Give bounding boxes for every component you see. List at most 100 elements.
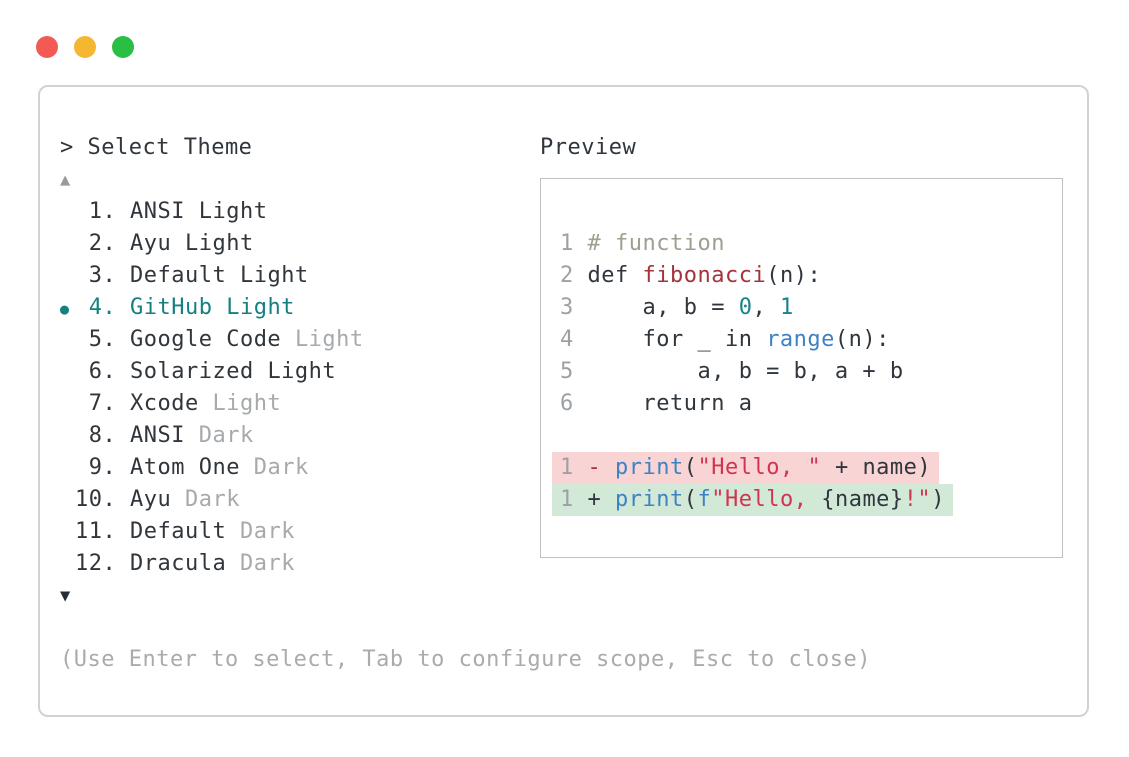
theme-item-default-light[interactable]: 3. Default Light xyxy=(60,260,364,292)
theme-number: 9. xyxy=(75,455,130,480)
theme-number: 6. xyxy=(75,359,130,384)
code-token: 2 xyxy=(560,263,588,288)
code-line: 5 a, b = b, a + b xyxy=(560,356,1062,388)
theme-number: 5. xyxy=(75,327,130,352)
theme-item-google-code-light[interactable]: 5. Google Code Light xyxy=(60,324,364,356)
code-token: !" xyxy=(903,487,932,512)
code-token: return a xyxy=(587,391,753,416)
code-token: 1 xyxy=(779,295,794,320)
theme-item-solarized-light[interactable]: 6. Solarized Light xyxy=(60,356,364,388)
code-token: + xyxy=(587,487,615,512)
code-token: 1 xyxy=(560,487,588,512)
theme-name: Default xyxy=(129,263,240,288)
theme-item-dracula-dark[interactable]: 12. Dracula Dark xyxy=(60,548,364,580)
marker-spacer xyxy=(60,517,75,549)
code-token: , xyxy=(752,295,780,320)
theme-item-ansi-dark[interactable]: 8. ANSI Dark xyxy=(60,420,364,452)
code-token: f xyxy=(697,487,712,512)
theme-name: Atom One xyxy=(129,455,254,480)
code-token: range xyxy=(766,327,835,352)
theme-variant: Light xyxy=(226,295,295,320)
code-token: for _ in xyxy=(587,327,767,352)
code-token: fibonacci xyxy=(642,263,767,288)
code-token: "Hello, " xyxy=(697,455,822,480)
diff-removed-line: 1 - print("Hello, " + name) xyxy=(552,452,940,484)
theme-variant: Light xyxy=(184,231,254,256)
theme-variant: Light xyxy=(212,391,282,416)
code-line: 1 - print("Hello, " + name) xyxy=(552,452,1062,484)
code-token: 4 xyxy=(560,327,588,352)
scroll-down-icon[interactable]: ▼ xyxy=(60,586,71,606)
theme-variant: Dark xyxy=(239,551,295,576)
window-controls xyxy=(36,36,134,58)
theme-name: Dracula xyxy=(129,551,240,576)
theme-name: ANSI xyxy=(129,423,199,448)
theme-item-xcode-light[interactable]: 7. Xcode Light xyxy=(60,388,364,420)
marker-spacer xyxy=(60,325,75,357)
scroll-up-icon[interactable]: ▲ xyxy=(60,170,71,190)
theme-variant: Light xyxy=(294,327,364,352)
theme-number: 2. xyxy=(75,231,130,256)
theme-name: Ayu xyxy=(129,487,185,512)
marker-spacer xyxy=(60,261,75,293)
theme-item-default-dark[interactable]: 11. Default Dark xyxy=(60,516,364,548)
code-token: 5 xyxy=(560,359,588,384)
close-button[interactable] xyxy=(36,36,58,58)
zoom-button[interactable] xyxy=(112,36,134,58)
code-token: a, b = b, a + b xyxy=(587,359,904,384)
marker-spacer xyxy=(60,389,75,421)
marker-spacer xyxy=(60,357,75,389)
theme-item-atom-one-dark[interactable]: 9. Atom One Dark xyxy=(60,452,364,484)
theme-item-github-light[interactable]: ● 4. GitHub Light xyxy=(60,292,364,324)
theme-variant: Dark xyxy=(184,487,240,512)
theme-item-ansi-light[interactable]: 1. ANSI Light xyxy=(60,196,364,228)
theme-name: Default xyxy=(129,519,240,544)
theme-number: 8. xyxy=(75,423,130,448)
code-line: 4 for _ in range(n): xyxy=(560,324,1062,356)
code-token: 1 xyxy=(560,455,588,480)
code-token: print xyxy=(615,487,684,512)
theme-item-ayu-light[interactable]: 2. Ayu Light xyxy=(60,228,364,260)
code-token: def xyxy=(587,263,643,288)
theme-name: Google Code xyxy=(129,327,295,352)
theme-variant: Light xyxy=(267,359,337,384)
theme-variant: Light xyxy=(198,199,268,224)
selected-bullet-icon: ● xyxy=(60,300,70,318)
theme-name: Solarized xyxy=(129,359,268,384)
code-line: 6 return a xyxy=(560,388,1062,420)
theme-name: Ayu xyxy=(129,231,185,256)
select-theme-title: > Select Theme xyxy=(60,135,253,160)
code-token: 6 xyxy=(560,391,588,416)
theme-number: 4. xyxy=(75,295,130,320)
preview-title: Preview xyxy=(540,135,637,160)
theme-item-ayu-dark[interactable]: 10. Ayu Dark xyxy=(60,484,364,516)
code-token: {name} xyxy=(821,487,904,512)
marker-spacer xyxy=(60,197,75,229)
theme-number: 10. xyxy=(75,487,130,512)
code-token: 1 xyxy=(560,231,588,256)
theme-number: 1. xyxy=(75,199,130,224)
code-line: 1 + print(f"Hello, {name}!") xyxy=(552,484,1062,516)
theme-picker-window: > Select Theme Preview ▲ 1. ANSI Light 2… xyxy=(38,85,1089,717)
code-token: "Hello, xyxy=(711,487,822,512)
marker-spacer xyxy=(60,485,75,517)
code-line xyxy=(560,420,1062,452)
code-line: 3 a, b = 0, 1 xyxy=(560,292,1062,324)
theme-name: ANSI xyxy=(129,199,199,224)
theme-variant: Dark xyxy=(239,519,295,544)
minimize-button[interactable] xyxy=(74,36,96,58)
theme-name: Xcode xyxy=(129,391,213,416)
theme-variant: Dark xyxy=(198,423,254,448)
code-token: ) xyxy=(931,487,945,512)
code-line: 2 def fibonacci(n): xyxy=(560,260,1062,292)
theme-number: 12. xyxy=(75,551,130,576)
code-line: 1 # function xyxy=(560,228,1062,260)
theme-number: 11. xyxy=(75,519,130,544)
marker-spacer xyxy=(60,453,75,485)
theme-number: 3. xyxy=(75,263,130,288)
code-token: - xyxy=(587,455,615,480)
code-token: print xyxy=(615,455,684,480)
code-token: ( xyxy=(683,455,698,480)
